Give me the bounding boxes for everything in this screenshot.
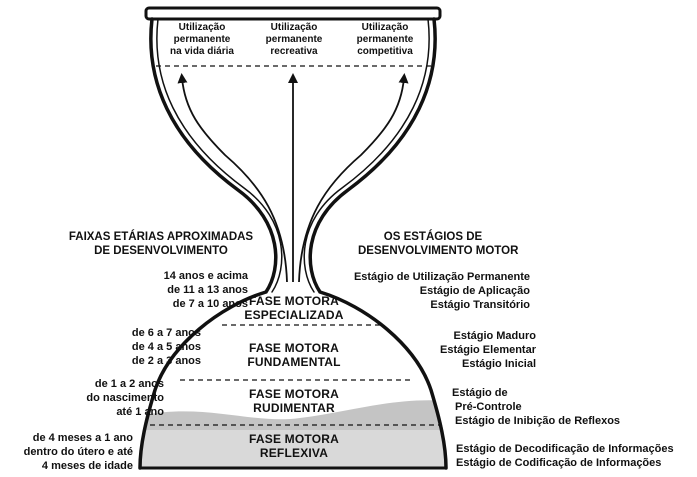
stage-name: Estágio de	[452, 387, 508, 399]
age-range: de 6 a 7 anos	[131, 327, 201, 339]
age-range: dentro do útero e até	[23, 445, 133, 458]
phase-line: REFLEXIVA	[259, 446, 329, 461]
age-range: de 1 a 2 anos	[94, 378, 164, 390]
phase-line: RUDIMENTAR	[253, 401, 335, 416]
stages-rudimentary: Estágio de Pré-Controle Estágio de Inibi…	[452, 387, 620, 428]
age-range: de 2 a 3 anos	[131, 354, 201, 367]
ages-reflexive: de 4 meses a 1 ano dentro do útero e até…	[0, 432, 133, 473]
top-label-line: Utilização	[361, 22, 409, 33]
top-label-line: recreativa	[270, 45, 318, 57]
stage-name: Estágio de Utilização Permanente	[353, 271, 530, 283]
header-line: FAIXAS ETÁRIAS APROXIMADAS	[68, 231, 254, 243]
phase-line: FASE MOTORA	[249, 294, 339, 308]
age-range: de 11 a 13 anos	[167, 283, 248, 296]
ages-specialized: 14 anos e acima de 11 a 13 anos de 7 a 1…	[58, 270, 248, 311]
top-label-recreational: Utilização permanente recreativa	[266, 22, 323, 57]
age-range: de 4 a 5 anos	[131, 340, 201, 353]
age-range: 4 meses de idade	[41, 459, 133, 472]
stage-name: Estágio de Aplicação	[419, 284, 530, 297]
phase-line: FUNDAMENTAL	[247, 355, 341, 370]
top-label-line: permanente	[356, 33, 414, 45]
stage-name: Pré-Controle	[455, 400, 522, 413]
top-label-line: competitiva	[357, 45, 413, 57]
stages-specialized: Estágio de Utilização Permanente Estágio…	[300, 271, 530, 312]
stage-name: Estágio Transitório	[430, 298, 530, 311]
ages-rudimentary: de 1 a 2 anos do nascimento até 1 ano	[0, 378, 164, 419]
top-label-line: na vida diária	[170, 45, 234, 57]
phase-specialized: FASE MOTORA ESPECIALIZADA	[244, 294, 343, 323]
stage-name: Estágio de Codificação de Informações	[456, 456, 662, 469]
top-label-line: Utilização	[178, 22, 226, 33]
phase-line: FASE MOTORA	[249, 387, 339, 401]
header-line: OS ESTÁGIOS DE	[383, 231, 483, 243]
stage-name: Estágio Elementar	[440, 343, 536, 356]
top-label-line: Utilização	[270, 22, 318, 33]
header-line: DESENVOLVIMENTO MOTOR	[358, 244, 519, 257]
age-range: de 7 a 10 anos	[172, 297, 248, 310]
phase-line: FASE MOTORA	[248, 341, 339, 355]
growth-arrows	[177, 73, 409, 283]
top-label-line: permanente	[173, 33, 231, 45]
stage-name: Estágio Maduro	[453, 330, 536, 342]
phase-rudimentary: FASE MOTORA RUDIMENTAR	[249, 387, 339, 416]
sand-fill	[140, 400, 446, 468]
age-range: de 4 meses a 1 ano	[32, 432, 133, 444]
header-motor-stages: OS ESTÁGIOS DE DESENVOLVIMENTO MOTOR	[358, 231, 519, 259]
top-label-line: permanente	[265, 33, 323, 45]
stage-name: Estágio Inicial	[462, 357, 536, 370]
stage-name: Estágio de Decodificação de Informações	[456, 443, 674, 455]
phase-line: FASE MOTORA	[249, 432, 339, 446]
phase-reflexive: FASE MOTORA REFLEXIVA	[249, 432, 339, 461]
phase-line: ESPECIALIZADA	[244, 308, 344, 323]
stages-fundamental: Estágio Maduro Estágio Elementar Estágio…	[380, 330, 536, 371]
ages-fundamental: de 6 a 7 anos de 4 a 5 anos de 2 a 3 ano…	[0, 327, 201, 368]
top-label-competitive: Utilização permanente competitiva	[357, 22, 414, 57]
age-range: 14 anos e acima	[163, 270, 248, 282]
hourglass-outline	[138, 17, 448, 470]
header-line: DE DESENVOLVIMENTO	[94, 244, 228, 257]
phase-fundamental: FASE MOTORA FUNDAMENTAL	[247, 341, 340, 370]
stage-name: Estágio de Inibição de Reflexos	[455, 414, 621, 427]
phase-dividers	[150, 65, 440, 426]
top-rim	[144, 6, 442, 21]
age-range: do nascimento	[86, 391, 164, 404]
top-label-daily-life: Utilização permanente na vida diária	[170, 22, 234, 57]
age-range: até 1 ano	[116, 405, 164, 418]
stages-reflexive: Estágio de Decodificação de Informações …	[456, 443, 674, 471]
header-age-ranges: FAIXAS ETÁRIAS APROXIMADAS DE DESENVOLVI…	[50, 231, 272, 259]
